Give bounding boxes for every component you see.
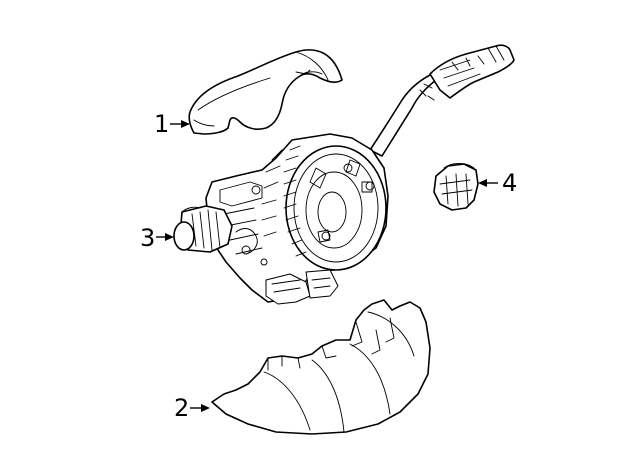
callout-4-arrowhead	[478, 179, 487, 187]
small-switch-part	[433, 163, 479, 211]
callout-3-label: 3	[140, 224, 155, 252]
callout-1: 1	[154, 110, 190, 138]
switch-body-part	[205, 133, 389, 305]
callout-1-label: 1	[154, 110, 169, 138]
wiper-stalk-part	[369, 44, 515, 157]
callout-3: 3	[140, 224, 174, 252]
callout-1-arrowhead	[181, 120, 190, 128]
callout-4: 4	[478, 169, 517, 197]
lower-shroud-part	[211, 299, 431, 435]
callout-3-arrowhead	[165, 233, 174, 241]
headlamp-switch-knob-part	[173, 205, 233, 253]
callout-2: 2	[174, 394, 210, 422]
callout-2-arrowhead	[201, 404, 210, 412]
upper-shroud-part	[188, 49, 343, 135]
callout-4-label: 4	[502, 169, 517, 197]
callout-2-label: 2	[174, 394, 189, 422]
